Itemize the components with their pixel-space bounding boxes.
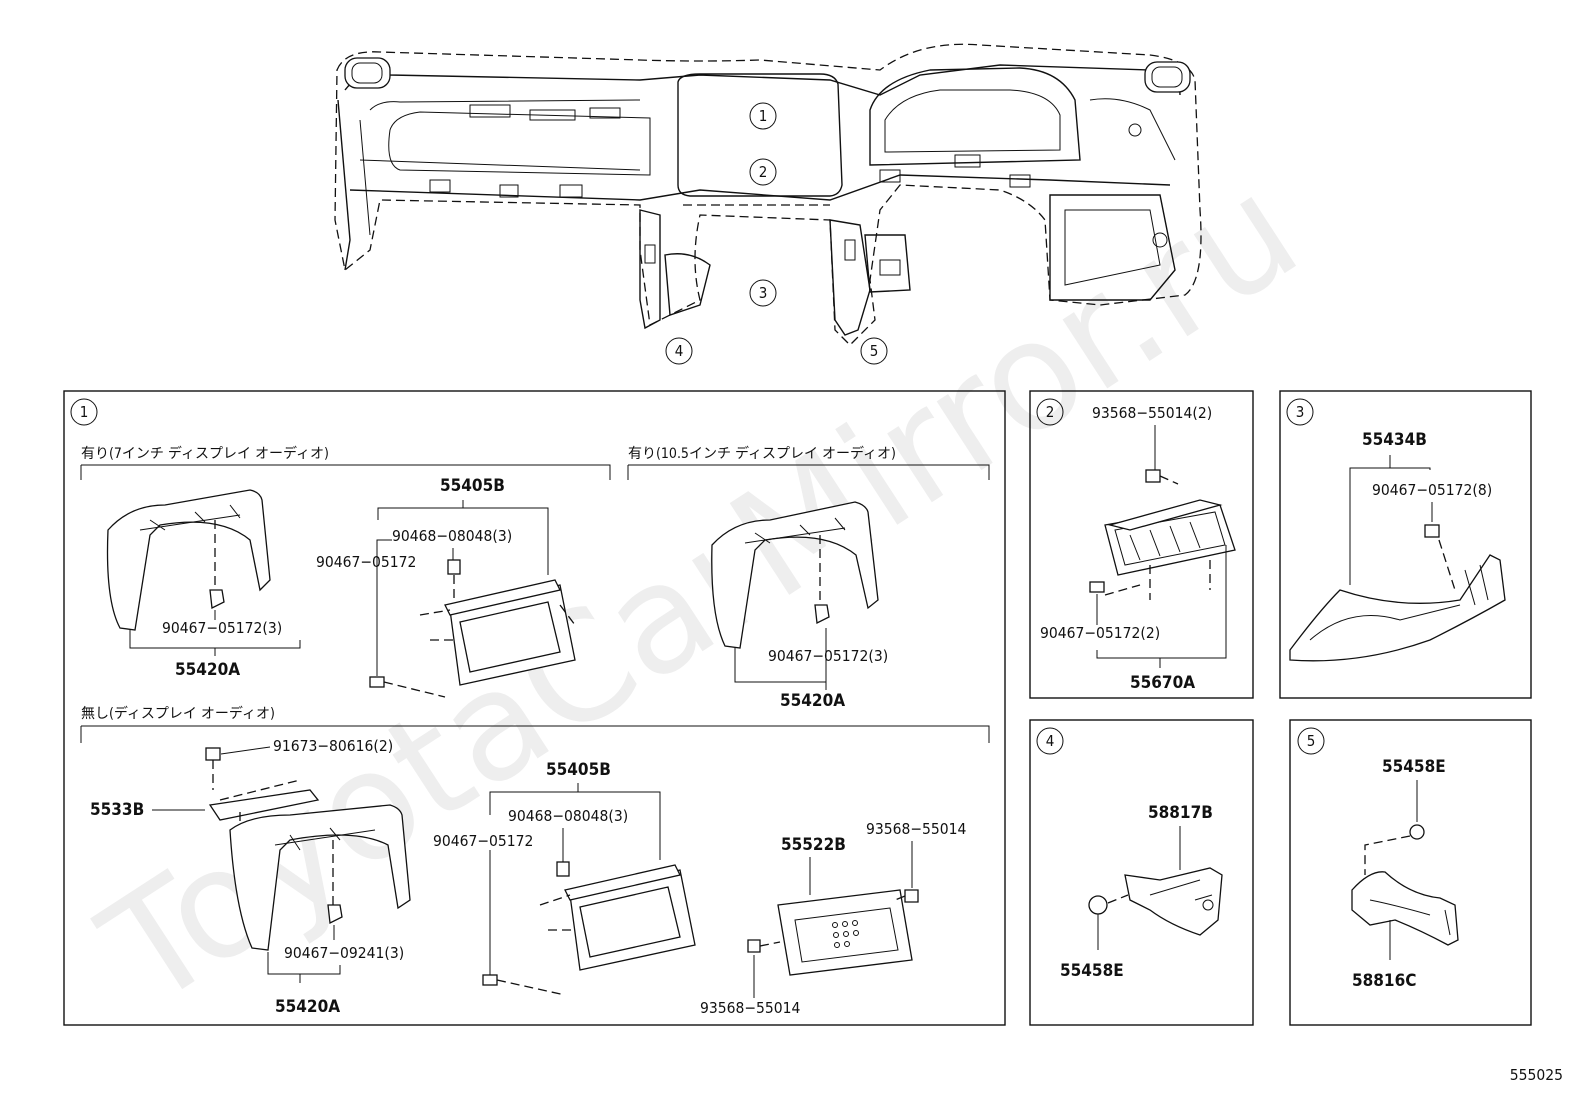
panel-2: 2 93568−55014(2) 90467−05172(2) 55670A (1029, 390, 1254, 699)
variant-none-label: 無し(ディスプレイ オーディオ) (81, 705, 275, 722)
variant-7in-bracket (80, 464, 611, 480)
panel-4-index: 4 (1046, 732, 1055, 750)
bracket-5533B (205, 747, 320, 840)
label-90467-05172-8: 90467−05172(8) (1372, 481, 1492, 499)
svg-text:4: 4 (675, 342, 684, 360)
variant-none-bracket (80, 725, 990, 743)
label-58816C: 58816C (1352, 971, 1416, 991)
variant-10in-label: 有り(10.5インチ ディスプレイ オーディオ) (628, 445, 896, 462)
panel-2-index: 2 (1046, 403, 1055, 421)
label-90467-05172-a: 90467−05172 (316, 553, 416, 571)
lower-panel-55434B (1289, 554, 1506, 662)
overview-callout-2: 2 (749, 158, 777, 186)
label-55405B-b: 55405B (546, 760, 611, 780)
bracket-58816C (1351, 871, 1459, 946)
figure-code: 555025 (1510, 1066, 1563, 1084)
instrument-panel-overview: 1 2 3 4 5 (334, 43, 1202, 365)
panel-3-index: 3 (1296, 403, 1305, 421)
vent-55670A (1104, 499, 1236, 576)
leader-55420A-c (267, 925, 341, 975)
label-55458E-4: 55458E (1060, 961, 1124, 981)
panel-4-frame (1029, 719, 1254, 1026)
bezel-55420A-none (229, 804, 411, 951)
label-90467-09241-3: 90467−09241(3) (284, 944, 404, 962)
label-55420A-c: 55420A (275, 997, 340, 1017)
svg-text:2: 2 (759, 163, 768, 181)
panel-3-frame (1279, 390, 1532, 699)
leader-55405B-b (489, 783, 661, 860)
svg-text:3: 3 (759, 284, 768, 302)
overview-callout-1: 1 (749, 102, 777, 130)
panel-1-index: 1 (80, 403, 89, 421)
panel-1: 1 有り(7インチ ディスプレイ オーディオ) 有り(10.5インチ ディスプレ… (63, 390, 1006, 1026)
label-90467-05172-2: 90467−05172(2) (1040, 624, 1160, 642)
label-93568-55014-top: 93568−55014 (866, 820, 967, 838)
label-90468-08048-3-b: 90468−08048(3) (508, 807, 628, 825)
overview-callout-5: 5 (860, 337, 888, 365)
label-55670A: 55670A (1130, 673, 1195, 693)
label-93568-55014-bottom: 93568−55014 (700, 999, 801, 1017)
panel-5: 5 55458E 58816C (1289, 719, 1532, 1026)
label-5533B: 5533B (90, 800, 144, 820)
variant-7in-label: 有り(7インチ ディスプレイ オーディオ) (81, 445, 329, 462)
panel-2-frame (1029, 390, 1254, 699)
label-55405B-a: 55405B (440, 476, 505, 496)
label-91673-80616-2: 91673−80616(2) (273, 737, 393, 755)
bracket-58817B (1124, 867, 1223, 936)
svg-text:1: 1 (759, 107, 768, 125)
panel-4: 4 58817B 55458E (1029, 719, 1254, 1026)
panel-5-frame (1289, 719, 1532, 1026)
leader-55405B-a (377, 500, 549, 575)
overview-callout-4: 4 (665, 337, 693, 365)
label-55522B: 55522B (781, 835, 846, 855)
label-55420A-b: 55420A (780, 691, 845, 711)
label-90467-05172-b: 90467−05172 (433, 832, 533, 850)
panel-1-frame (63, 390, 1006, 1026)
label-55458E-5: 55458E (1382, 757, 1446, 777)
label-58817B: 58817B (1148, 803, 1213, 823)
svg-text:5: 5 (870, 342, 879, 360)
bezel-55420A-7in (106, 489, 271, 631)
label-55434B: 55434B (1362, 430, 1427, 450)
cover-55522B (747, 889, 919, 976)
label-93568-55014-2: 93568−55014(2) (1092, 404, 1212, 422)
label-55420A-a: 55420A (175, 660, 240, 680)
frame-55405B-7in (369, 539, 576, 698)
variant-10in-bracket (627, 464, 990, 480)
frame-55405B-none (482, 861, 696, 996)
bezel-55420A-10in (711, 501, 879, 649)
label-90468-08048-3-a: 90468−08048(3) (392, 527, 512, 545)
panel-5-index: 5 (1307, 732, 1316, 750)
overview-callout-3: 3 (749, 279, 777, 307)
leader-55420A-b (734, 628, 827, 690)
label-90467-05172-3-a: 90467−05172(3) (162, 619, 282, 637)
label-90467-05172-3-b: 90467−05172(3) (768, 647, 888, 665)
panel-3: 3 55434B 90467−05172(8) (1279, 390, 1532, 699)
